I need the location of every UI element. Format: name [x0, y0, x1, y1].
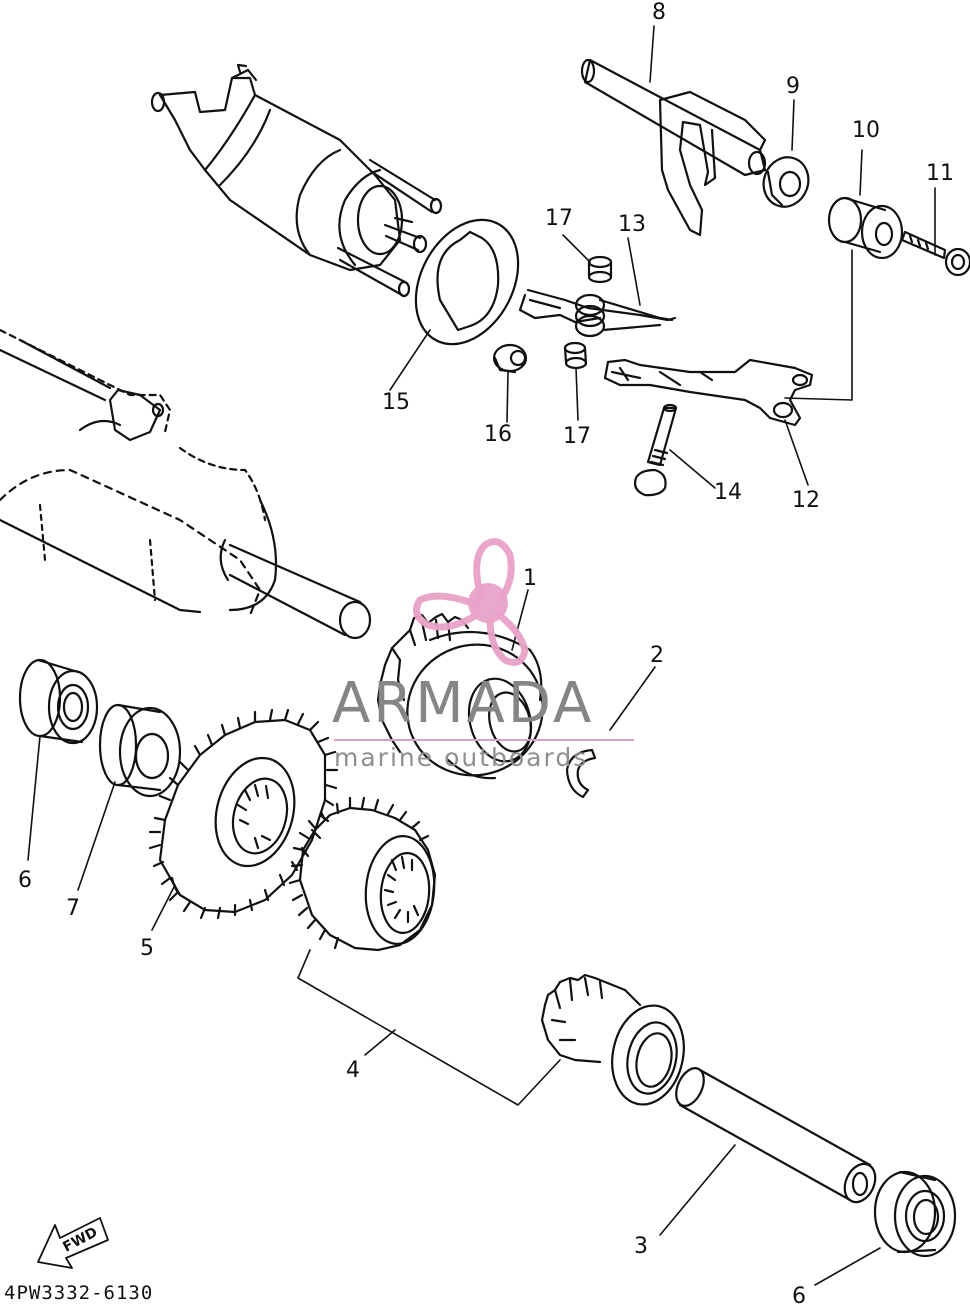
label-part-2: 2	[650, 643, 664, 668]
label-part-12: 12	[792, 488, 820, 513]
label-part-6-bottom: 6	[792, 1284, 806, 1309]
nut-16	[492, 343, 528, 374]
label-part-13: 13	[618, 212, 646, 237]
leader-lines-bottom	[27, 735, 881, 1286]
leader-1	[511, 589, 529, 651]
washer-9	[762, 156, 810, 208]
driven-gear-4	[288, 796, 437, 952]
circlip-2	[565, 748, 597, 799]
starter-solenoid	[150, 63, 443, 298]
bolt-11	[900, 230, 970, 277]
label-part-17-top: 17	[545, 206, 573, 231]
spring-13	[518, 288, 677, 338]
watermark-title: ARMADA	[332, 671, 595, 736]
label-part-15: 15	[382, 390, 410, 415]
label-part-8: 8	[652, 0, 666, 25]
label-part-6-top: 6	[18, 868, 32, 893]
logo-hub	[468, 583, 508, 623]
leader-lines-top	[389, 25, 936, 489]
washer-7	[98, 703, 182, 798]
label-part-10: 10	[852, 118, 880, 143]
label-part-16: 16	[484, 422, 512, 447]
shift-fork-8	[580, 58, 767, 237]
bolt-14	[633, 403, 678, 497]
label-part-4: 4	[346, 1058, 360, 1083]
collar-17-top	[587, 255, 613, 284]
label-part-14: 14	[714, 480, 742, 505]
bearing-6-left	[18, 658, 99, 745]
gasket-15	[414, 218, 520, 346]
shift-lever-12	[603, 358, 814, 427]
spline-sleeve-4	[540, 973, 685, 1106]
starter-motor	[0, 328, 372, 640]
starter-gear-1	[376, 612, 544, 780]
collar-17-bottom	[563, 341, 588, 370]
leader-2	[609, 666, 656, 731]
label-part-3: 3	[634, 1234, 648, 1259]
label-part-7: 7	[66, 896, 80, 921]
label-part-17-bottom: 17	[563, 424, 591, 449]
label-part-5: 5	[140, 936, 154, 961]
diagram-code: 4PW3332-6130	[4, 1282, 154, 1304]
fwd-arrow-icon	[37, 1217, 109, 1269]
label-part-1: 1	[523, 566, 537, 591]
bearing-6-bottom	[873, 1170, 957, 1258]
collar-10	[827, 196, 904, 260]
label-part-9: 9	[786, 74, 800, 99]
label-part-11: 11	[926, 161, 954, 186]
watermark-subtitle: marine outboards	[334, 743, 589, 772]
shaft-3	[675, 1067, 877, 1204]
armada-propeller-logo-icon	[412, 538, 529, 666]
